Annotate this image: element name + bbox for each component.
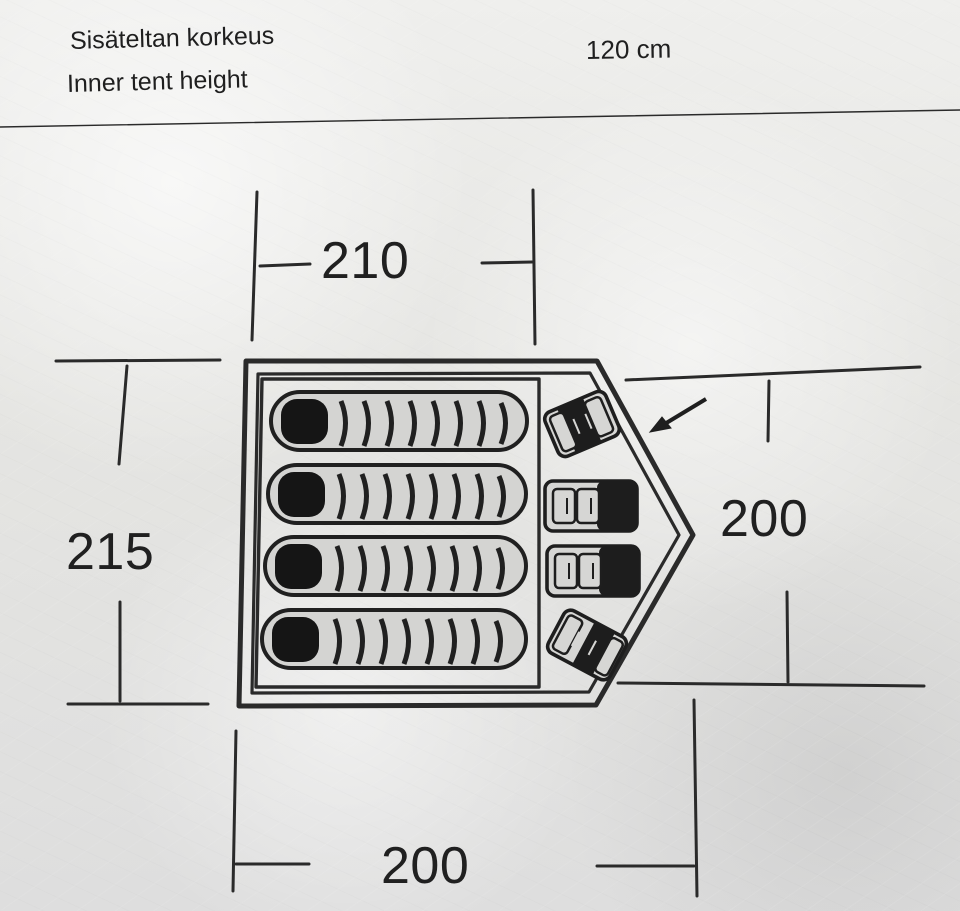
gear-item-2 (543, 479, 639, 533)
top-left-guide (250, 190, 259, 342)
arrow-icon (648, 397, 708, 433)
left-dimension-label: 215 (66, 523, 155, 581)
gear-item-3 (545, 544, 641, 598)
right-dimension-label: 200 (720, 490, 809, 548)
sleeping-bag-2 (266, 463, 528, 525)
header-divider (0, 109, 960, 128)
header-label-fi: Sisäteltan korkeus (69, 21, 275, 55)
left-top-guide (54, 358, 222, 363)
sleeping-bag-1 (269, 390, 529, 452)
gear-items (542, 389, 641, 682)
right-bottom-guide (616, 681, 926, 688)
gear-item-1 (542, 389, 622, 459)
sleeping-bags (260, 390, 529, 670)
bottom-left-guide (231, 729, 238, 893)
bottom-dimension-label: 200 (381, 837, 470, 895)
right-top-guide (624, 365, 922, 382)
right-dimension-bottom-arm (785, 590, 790, 684)
tent-mid-outline (250, 371, 681, 695)
header-value: 120 cm (585, 33, 672, 65)
left-dimension-top-arm (117, 364, 129, 466)
top-dimension-left-arm (258, 262, 312, 268)
sleeping-bag-4 (260, 608, 528, 670)
top-dimension-label: 210 (321, 232, 410, 290)
bottom-right-guide (692, 698, 699, 898)
right-dimension-top-arm (766, 379, 771, 443)
sleeping-bag-3 (263, 535, 528, 597)
gear-item-4 (545, 608, 629, 682)
top-dimension-right-arm (480, 260, 534, 265)
header-label-en: Inner tent height (66, 65, 248, 98)
inner-tent-outline (254, 377, 541, 689)
tent-outer-outline (236, 358, 696, 709)
top-right-guide (531, 188, 537, 346)
